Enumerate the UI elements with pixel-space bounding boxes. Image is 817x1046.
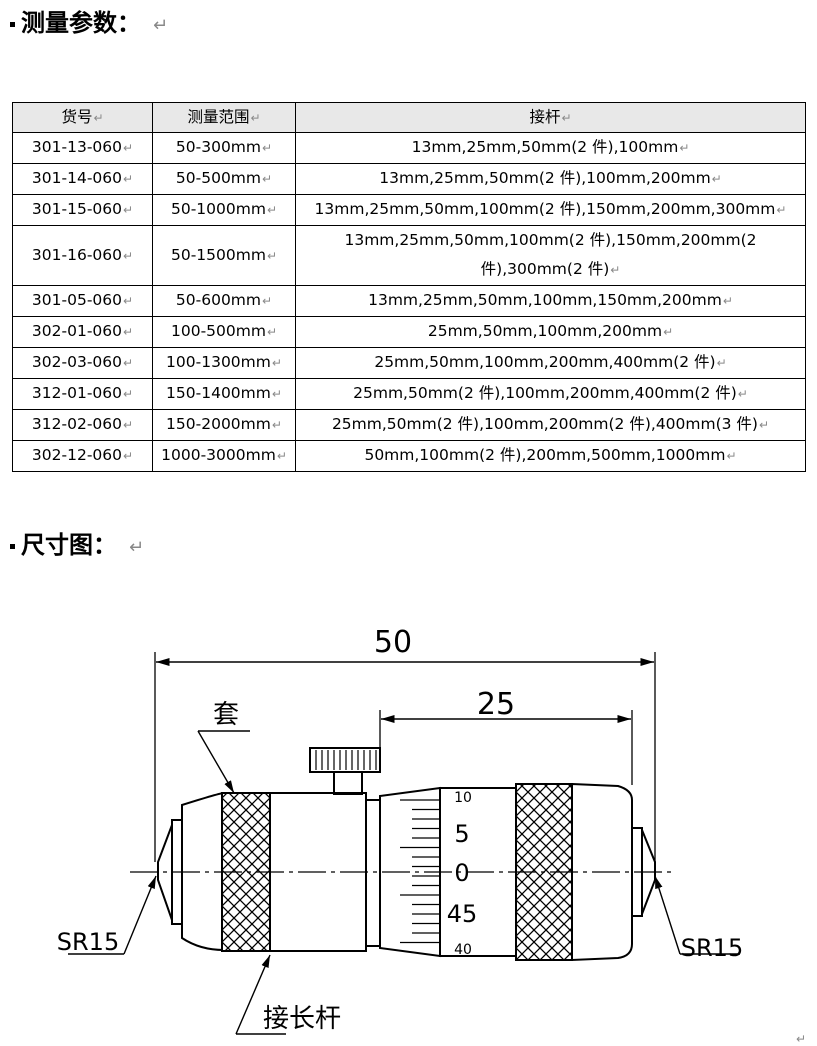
cell-range: 100-1300mm↵ — [152, 347, 296, 379]
cell-item-no: 301-05-060↵ — [12, 285, 153, 317]
table-row: 301-15-060↵50-1000mm↵13mm,25mm,50mm,100m… — [12, 194, 806, 226]
return-mark-icon: ↵ — [153, 15, 169, 36]
parameters-table: 货号↵ 测量范围↵ 接杆↵ 301-13-060↵50-300mm↵13mm,2… — [12, 102, 806, 472]
cell-rods: 13mm,25mm,50mm,100mm,150mm,200mm↵ — [295, 285, 806, 317]
table-row: 302-03-060↵100-1300mm↵25mm,50mm,100mm,20… — [12, 347, 806, 379]
cell-item-no: 312-02-060↵ — [12, 409, 153, 441]
table-row: 302-12-060↵1000-3000mm↵50mm,100mm(2 件),2… — [12, 440, 806, 472]
cell-range: 100-500mm↵ — [152, 316, 296, 348]
end-return-mark-icon: ↵ — [796, 1032, 807, 1046]
cell-item-no: 312-01-060↵ — [12, 378, 153, 410]
sleeve-label: 套 — [213, 700, 239, 730]
section-heading-dimensions: 尺寸图： ↵ — [10, 530, 144, 563]
cell-rods: 25mm,50mm,100mm,200mm↵ — [295, 316, 806, 348]
cell-rods: 25mm,50mm,100mm,200mm,400mm(2 件)↵ — [295, 347, 806, 379]
cell-item-no: 301-14-060↵ — [12, 163, 153, 195]
cell-rods: 13mm,25mm,50mm,100mm(2 件),150mm,200mm(2 … — [295, 225, 806, 286]
cell-range: 150-2000mm↵ — [152, 409, 296, 441]
table-row: 312-02-060↵150-2000mm↵25mm,50mm(2 件),100… — [12, 409, 806, 441]
cell-item-no: 302-03-060↵ — [12, 347, 153, 379]
cell-item-no: 301-15-060↵ — [12, 194, 153, 226]
rod-label: 接长杆 — [263, 1004, 341, 1034]
scale-label-45: 45 — [447, 900, 478, 928]
dimension-head-label: 25 — [477, 687, 515, 722]
table-row: 301-14-060↵50-500mm↵13mm,25mm,50mm(2 件),… — [12, 163, 806, 195]
table-row: 301-16-060↵50-1500mm↵13mm,25mm,50mm,100m… — [12, 225, 806, 286]
cell-rods: 13mm,25mm,50mm(2 件),100mm↵ — [295, 132, 806, 164]
cell-range: 50-300mm↵ — [152, 132, 296, 164]
left-sr-label: SR15 — [57, 928, 119, 956]
cell-rods: 13mm,25mm,50mm(2 件),100mm,200mm↵ — [295, 163, 806, 195]
cell-range: 50-600mm↵ — [152, 285, 296, 317]
cell-item-no: 301-13-060↵ — [12, 132, 153, 164]
right-sr-label: SR15 — [681, 934, 743, 962]
cell-range: 50-1000mm↵ — [152, 194, 296, 226]
scale-label-10: 10 — [454, 790, 472, 806]
table-row: 301-13-060↵50-300mm↵13mm,25mm,50mm(2 件),… — [12, 132, 806, 164]
cell-range: 50-500mm↵ — [152, 163, 296, 195]
cell-item-no: 302-12-060↵ — [12, 440, 153, 472]
table-row: 301-05-060↵50-600mm↵13mm,25mm,50mm,100mm… — [12, 285, 806, 317]
cell-item-no: 301-16-060↵ — [12, 225, 153, 286]
scale-label-5: 5 — [454, 820, 469, 848]
header-rods: 接杆↵ — [295, 102, 806, 133]
table-header-row: 货号↵ 测量范围↵ 接杆↵ — [12, 102, 806, 133]
section-heading-parameters: 测量参数： ↵ — [10, 8, 168, 41]
heading-text: 尺寸图： — [21, 531, 117, 559]
scale-label-40: 40 — [454, 942, 472, 958]
table-row: 302-01-060↵100-500mm↵25mm,50mm,100mm,200… — [12, 316, 806, 348]
header-item-no: 货号↵ — [12, 102, 153, 133]
heading-text: 测量参数： — [21, 9, 141, 37]
cell-item-no: 302-01-060↵ — [12, 316, 153, 348]
table-row: 312-01-060↵150-1400mm↵25mm,50mm(2 件),100… — [12, 378, 806, 410]
bullet-icon — [10, 21, 15, 27]
cell-range: 1000-3000mm↵ — [152, 440, 296, 472]
cell-range: 150-1400mm↵ — [152, 378, 296, 410]
dimension-total-label: 50 — [374, 625, 412, 660]
bullet-icon — [10, 543, 15, 549]
dimension-drawing: 50 25 套 接长杆 SR15 SR15 10 5 0 45 40 — [57, 625, 743, 1035]
cell-rods: 50mm,100mm(2 件),200mm,500mm,1000mm↵ — [295, 440, 806, 472]
cell-rods: 25mm,50mm(2 件),100mm,200mm,400mm(2 件)↵ — [295, 378, 806, 410]
cell-rods: 13mm,25mm,50mm,100mm(2 件),150mm,200mm,30… — [295, 194, 806, 226]
scale-label-0: 0 — [454, 859, 469, 887]
header-range: 测量范围↵ — [152, 102, 296, 133]
cell-range: 50-1500mm↵ — [152, 225, 296, 286]
cell-rods: 25mm,50mm(2 件),100mm,200mm(2 件),400mm(3 … — [295, 409, 806, 441]
return-mark-icon: ↵ — [129, 537, 145, 558]
